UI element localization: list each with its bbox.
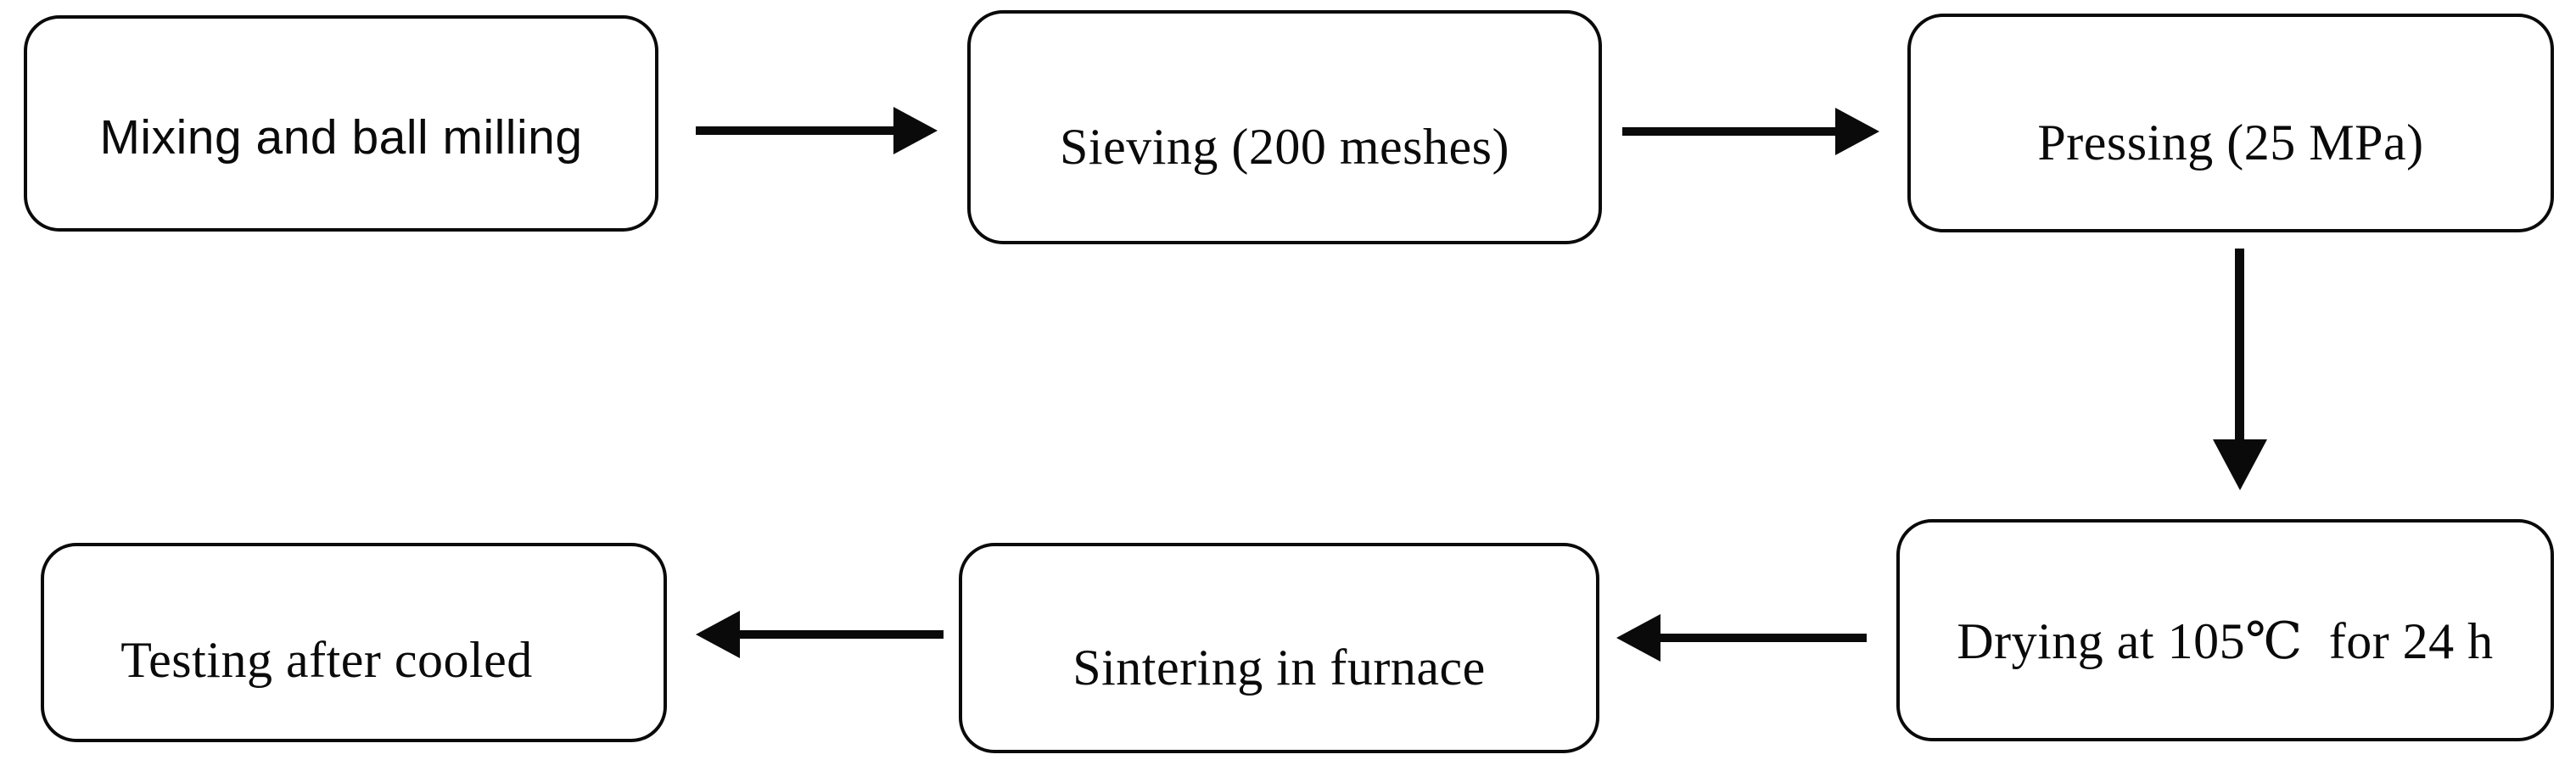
arrow-drying-to-sintering <box>1616 614 1867 662</box>
arrow-pressing-to-drying <box>2213 249 2267 490</box>
arrowhead-left-icon <box>696 611 740 658</box>
arrow-mixing-to-sieving <box>696 107 938 154</box>
node-label: Sintering in furnace <box>1072 640 1486 696</box>
arrowhead-right-icon <box>1835 108 1879 155</box>
arrow-sieving-to-pressing <box>1622 108 1879 155</box>
arrow-shaft <box>1622 127 1839 136</box>
arrowhead-left-icon <box>1616 614 1660 662</box>
arrow-shaft <box>736 630 944 639</box>
arrow-shaft <box>1657 634 1867 642</box>
node-testing: Testing after cooled <box>41 543 667 742</box>
node-label: Drying at 105℃ for 24 h <box>1957 613 2494 669</box>
node-drying: Drying at 105℃ for 24 h <box>1896 519 2554 741</box>
node-sieving: Sieving (200 meshes) <box>967 10 1602 244</box>
node-label: Testing after cooled <box>120 631 533 688</box>
node-pressing: Pressing (25 MPa) <box>1907 14 2554 232</box>
arrow-shaft <box>696 126 897 135</box>
arrowhead-down-icon <box>2213 439 2267 490</box>
arrow-sintering-to-testing <box>696 611 944 658</box>
node-label: Mixing and ball milling <box>99 110 583 165</box>
node-sintering: Sintering in furnace <box>959 543 1599 753</box>
arrow-shaft <box>2235 249 2244 443</box>
arrowhead-right-icon <box>893 107 938 154</box>
node-mixing-and-ball-milling: Mixing and ball milling <box>24 15 658 232</box>
node-label: Pressing (25 MPa) <box>2037 115 2424 170</box>
node-label: Sieving (200 meshes) <box>1060 119 1509 175</box>
